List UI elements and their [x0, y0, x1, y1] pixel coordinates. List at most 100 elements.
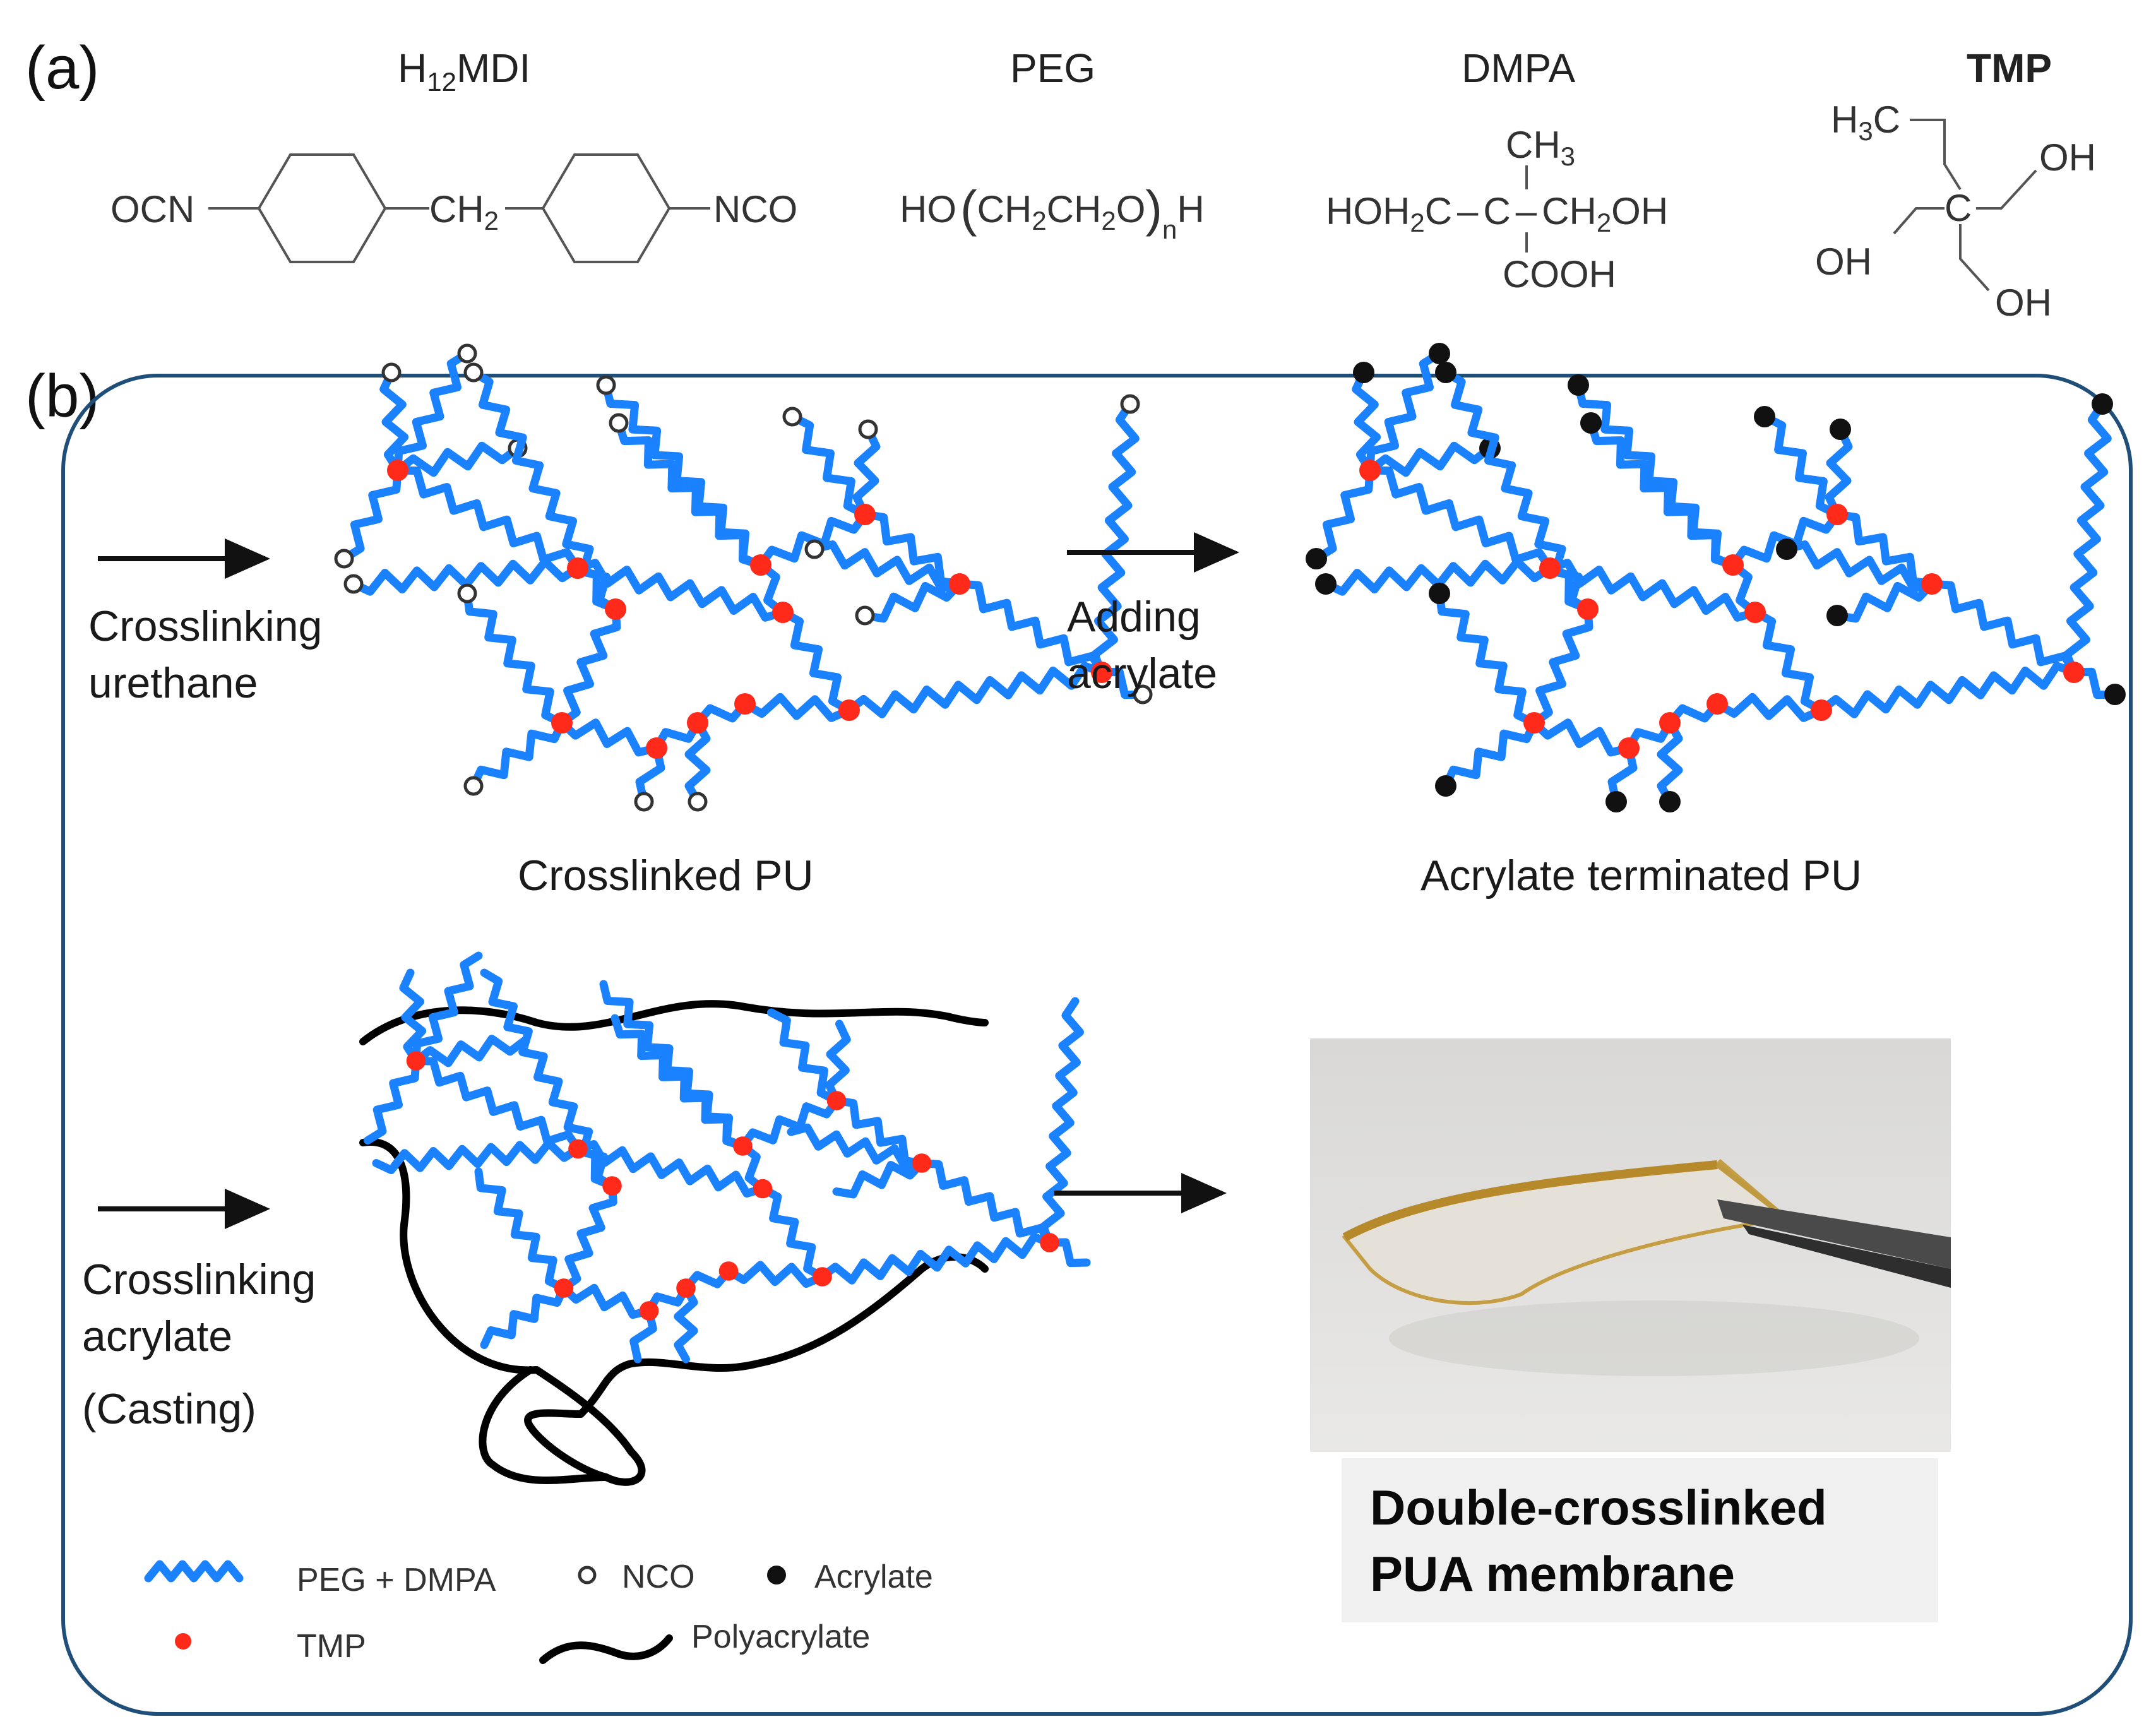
- crosslinked-pu-network: [334, 343, 1153, 812]
- peg-dmpa-chain-end: [832, 1159, 926, 1199]
- peg-dmpa-chain-end: [674, 1284, 698, 1364]
- peg-dmpa-chain: [573, 559, 787, 622]
- legend-tmp: TMP: [297, 1628, 366, 1665]
- tmp-node: [772, 602, 794, 623]
- step2-label-line1: Adding: [1067, 593, 1201, 641]
- peg-dmpa-chain-end: [1441, 718, 1539, 790]
- peg-dmpa-chain: [724, 1261, 826, 1288]
- peg-dmpa-chain-end: [1833, 580, 1936, 623]
- step1-label-line2: urethane: [88, 659, 258, 707]
- peg-dmpa-chain-end: [852, 425, 881, 519]
- membrane-title-line1: Double-crosslinked: [1370, 1480, 1827, 1535]
- tmp-node: [1040, 1233, 1059, 1252]
- peg-dmpa-chain-end: [469, 718, 566, 790]
- peg-dmpa-chain: [861, 510, 964, 588]
- peg-dmpa-chain-end: [787, 1123, 926, 1172]
- tmp-node: [2063, 662, 2085, 683]
- nco-end-group: [381, 362, 402, 383]
- tmp-name: TMP: [1967, 45, 2052, 91]
- peg-dmpa-chain: [559, 1283, 653, 1319]
- peg-dmpa-chain-end: [1657, 718, 1683, 806]
- h12mdi-name: H12MDI: [398, 45, 530, 97]
- caption-crosslinked-pu: Crosslinked PU: [518, 852, 814, 900]
- tmp-node: [949, 573, 970, 595]
- tmp-node: [753, 1179, 773, 1199]
- nco-end-group: [457, 343, 477, 364]
- legend-acrylate: Acrylate: [814, 1559, 933, 1595]
- peg-dmpa-chain: [1713, 693, 1826, 722]
- nco-end-group: [855, 605, 875, 626]
- peg-dmpa-chain-end: [1760, 412, 1842, 519]
- peg-dmpa-chain-end: [412, 951, 483, 1065]
- nco-end-group: [457, 583, 477, 603]
- peg-dmpa-chain: [832, 1097, 926, 1167]
- tmp-node: [1826, 504, 1848, 525]
- tmp-node: [838, 699, 860, 721]
- step2-label-line2: acrylate: [1067, 650, 1217, 698]
- tmp-node: [750, 554, 771, 576]
- tmp-oh-2: OH: [1815, 241, 1872, 283]
- nco-end-group: [688, 792, 708, 812]
- tmp-node: [1744, 602, 1766, 623]
- tmp-node: [602, 1176, 622, 1196]
- legend-tmp-swatch: [175, 1633, 191, 1650]
- tmp-h3c: H3C: [1831, 98, 1900, 146]
- tmp-node: [1659, 712, 1681, 734]
- cyclohexane-ring-1: [257, 153, 387, 263]
- peg-dmpa-chain: [559, 1182, 617, 1292]
- membrane-label-box: [1342, 1458, 1938, 1622]
- caption-acrylate-terminated-pu: Acrylate terminated PU: [1420, 852, 1862, 900]
- peg-dmpa-chain-end: [1782, 540, 1936, 593]
- peg-dmpa-chain: [1530, 605, 1593, 727]
- membrane-photo: [1310, 1038, 1951, 1452]
- peg-dmpa-chain: [778, 608, 854, 715]
- peg-dmpa-chain-end: [412, 1035, 528, 1067]
- legend-peg-dmpa: PEG + DMPA: [297, 1562, 496, 1598]
- double-crosslinked-network: [359, 1000, 989, 1486]
- h12mdi-structure: H12MDI OCN CH2 NCO: [110, 45, 797, 263]
- peg-dmpa-chain-end: [379, 368, 409, 475]
- step3-label-line2: acrylate: [82, 1312, 232, 1360]
- peg-dmpa-chain-end: [340, 466, 402, 563]
- peg-dmpa-chain-end: [463, 589, 566, 727]
- nco-end-group: [609, 413, 629, 433]
- tmp-node: [554, 1278, 574, 1298]
- peg-dmpa-chain-end: [767, 1008, 841, 1105]
- acrylate-end-group: [2104, 684, 2126, 705]
- peg-dmpa-chain: [845, 662, 1106, 718]
- peg-dmpa-chain-end: [1039, 997, 1084, 1247]
- peg-dmpa-chain-end: [1366, 441, 1494, 477]
- acrylate-end-group: [1429, 343, 1450, 364]
- acrylate-end-group: [1429, 583, 1450, 604]
- legend-nco: NCO: [622, 1559, 695, 1595]
- acrylate-end-group: [1605, 791, 1627, 812]
- nco-end-group: [858, 419, 878, 439]
- acrylate-end-group: [2092, 393, 2113, 415]
- tmp-node: [1091, 662, 1112, 683]
- acrylate-end-group: [1580, 412, 1602, 434]
- double-crosslinked-chains: [364, 951, 1091, 1364]
- tmp-node: [551, 712, 573, 734]
- h12mdi-ocn: OCN: [110, 188, 194, 230]
- legend-peg-dmpa-swatch: [144, 1560, 244, 1583]
- tmp-node: [826, 1091, 847, 1110]
- tmp-node: [734, 693, 756, 715]
- tmp-node: [1722, 554, 1744, 576]
- step3-label-line1: Crosslinking: [82, 1256, 316, 1304]
- tmp-oh-3: OH: [1995, 282, 2052, 324]
- acrylate-terminated-pu-network: [1306, 343, 2126, 812]
- nco-end-group: [1120, 394, 1140, 414]
- peg-dmpa-chain: [739, 1097, 841, 1150]
- legend-polyacrylate-swatch: [539, 1634, 673, 1664]
- peg-dmpa-chain-end: [372, 1139, 582, 1174]
- tmp-node: [1539, 557, 1561, 579]
- peg-dmpa-chain: [1546, 559, 1760, 622]
- acrylate-end-group: [1435, 775, 1456, 797]
- tmp-node: [676, 1278, 696, 1298]
- polyacrylate-lower-tail: [479, 1366, 610, 1484]
- peg-dmpa-chain-end: [1352, 368, 1381, 475]
- dmpa-middle-row: HOH2C–C–CH2OH: [1326, 190, 1668, 237]
- h12mdi-ch2: CH2: [429, 188, 499, 235]
- acrylate-end-group: [1754, 406, 1775, 427]
